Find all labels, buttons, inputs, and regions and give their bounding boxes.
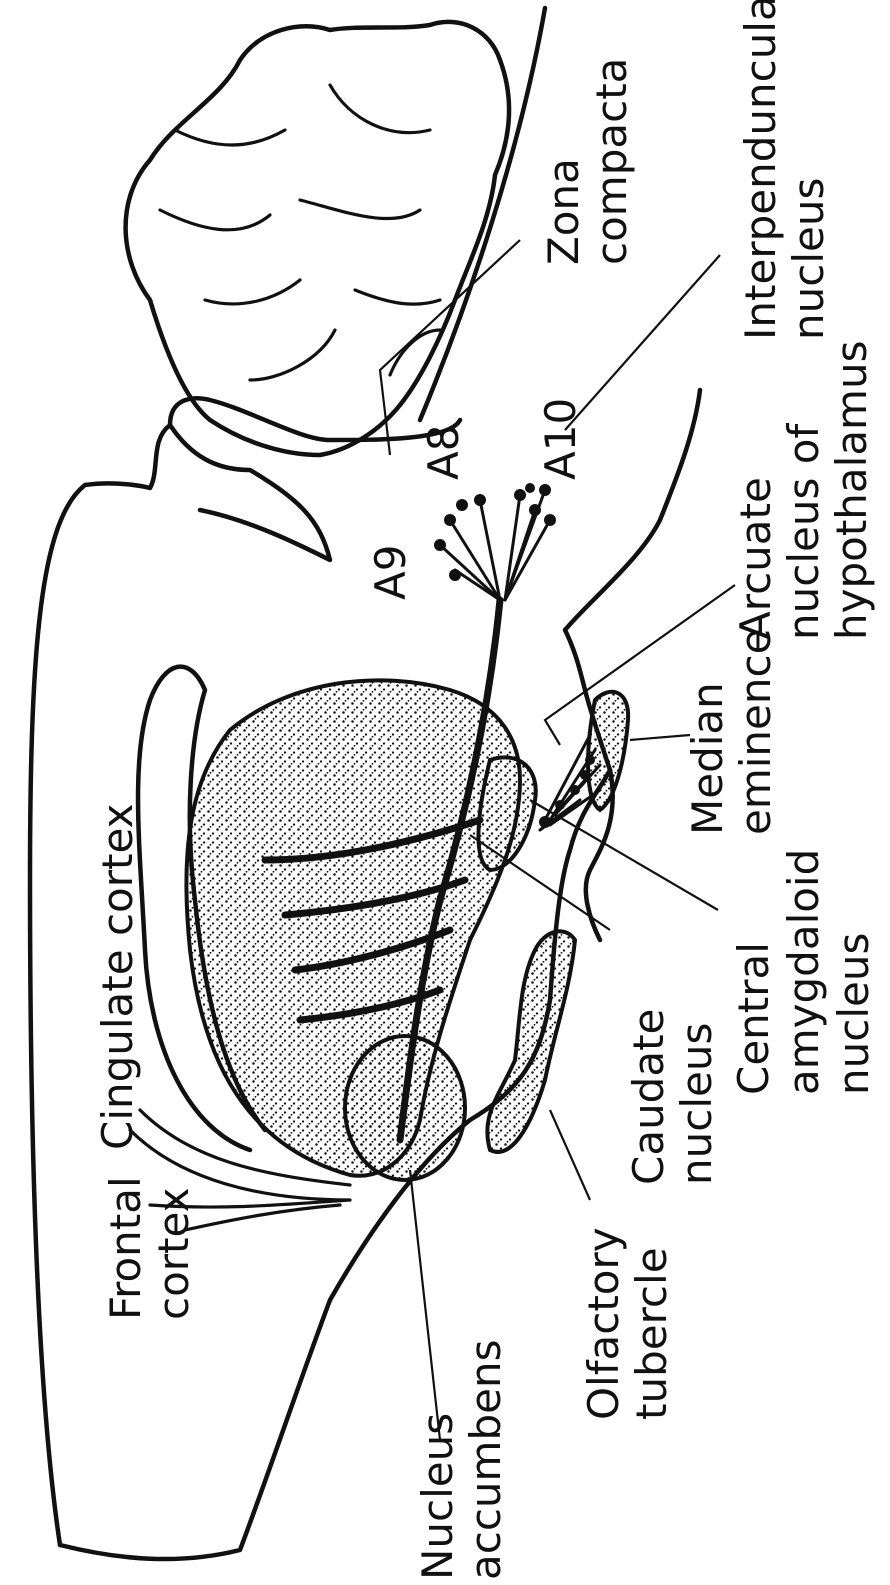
label-central-amygdaloid-nucleus: Central amygdaloid nucleus: [729, 849, 878, 1095]
olfactory-tubercle-line-2: tubercle: [627, 1247, 676, 1420]
arcuate-line-2: nucleus of: [779, 423, 828, 640]
label-olfactory-tubercle: Olfactory tubercle: [579, 1227, 676, 1420]
central-amygdaloid-line-1: Central: [729, 942, 778, 1095]
central-amygdaloid-line-2: amygdaloid: [779, 849, 828, 1095]
caudate-nucleus-line-2: nucleus: [672, 1023, 721, 1185]
central-amygdaloid-line-3: nucleus: [829, 933, 878, 1095]
cerebellum: [126, 22, 509, 455]
label-frontal-cortex: Frontal cortex: [101, 1176, 198, 1320]
label-a9: A9: [366, 545, 415, 600]
label-nucleus-accumbens: Nucleus accumbens: [413, 1340, 510, 1580]
caudate-nucleus-line-1: Caudate: [624, 1009, 673, 1185]
median-eminence-line-2: eminence: [731, 629, 780, 835]
label-caudate-nucleus: Caudate nucleus: [624, 1009, 721, 1185]
label-median-eminence: Median eminence: [683, 629, 780, 835]
zona-compacta-line-1: Zona: [539, 158, 588, 265]
median-eminence-line-1: Median: [683, 682, 732, 835]
label-a10: A10: [536, 398, 585, 480]
nucleus-accumbens-line-2: accumbens: [461, 1340, 510, 1580]
label-interpeduncular-nucleus: Interpenduncular nucleus: [736, 0, 833, 340]
a9-label: A9: [366, 545, 415, 600]
interpeduncular-line-1: Interpenduncular: [736, 0, 785, 340]
label-arcuate-nucleus: Arcuate nucleus of hypothalamus: [731, 341, 876, 640]
frontal-cortex-line-2: cortex: [149, 1188, 198, 1320]
dopamine-cell-bodies: [434, 483, 556, 581]
nucleus-accumbens-line-1: Nucleus: [413, 1413, 462, 1580]
label-cingulate-cortex: Cingulate cortex: [93, 804, 142, 1150]
cingulate-cortex-line-1: Cingulate cortex: [93, 804, 142, 1150]
arcuate-line-1: Arcuate: [731, 477, 780, 640]
cerebellar-folia: [160, 85, 440, 380]
olfactory-tubercle-region: [487, 931, 575, 1152]
interpeduncular-line-2: nucleus: [784, 178, 833, 340]
brainstem-line: [420, 8, 545, 420]
olfactory-tubercle-line-1: Olfactory: [579, 1227, 628, 1420]
zona-compacta-line-2: compacta: [587, 58, 636, 265]
label-a8: A8: [419, 425, 468, 480]
arcuate-line-3: hypothalamus: [827, 341, 876, 640]
label-zona-compacta: Zona compacta: [539, 58, 636, 265]
a8-label: A8: [419, 425, 468, 480]
central-amygdaloid-region: [478, 757, 535, 870]
frontal-cortex-line-1: Frontal: [101, 1176, 150, 1320]
a10-label: A10: [536, 398, 585, 480]
